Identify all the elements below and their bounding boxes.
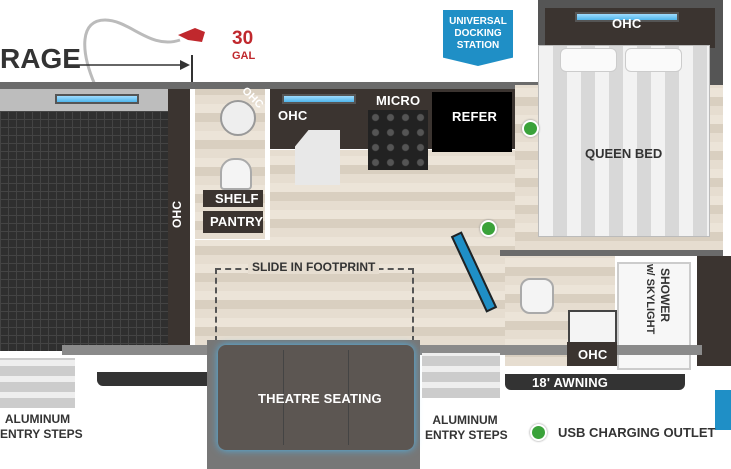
kitchen-sink — [295, 130, 340, 185]
left-steps-label: ALUMINUM ENTRY STEPS — [0, 412, 83, 442]
docking-line-1: UNIVERSAL — [449, 16, 507, 27]
rear-cabinet — [697, 256, 731, 366]
queen-bed — [538, 45, 710, 237]
left-entry-steps — [0, 358, 75, 408]
pillow-left — [560, 48, 617, 72]
micro-label: MICRO — [376, 93, 421, 108]
rear-sink — [568, 310, 617, 344]
right-steps-line-2: ENTRY STEPS — [425, 428, 508, 442]
rear-toilet-icon — [520, 278, 554, 314]
theatre-seating — [218, 345, 414, 450]
kitchen-light — [282, 94, 356, 104]
slide-footprint-label: SLIDE IN FOOTPRINT — [248, 260, 380, 274]
left-steps-line-1: ALUMINUM — [4, 412, 71, 426]
awning-left — [97, 372, 217, 386]
pantry-label: PANTRY — [210, 214, 264, 229]
usb-legend-icon — [530, 424, 547, 441]
garage-floor — [0, 111, 168, 351]
top-wall — [0, 82, 545, 89]
shelf-label: SHELF — [215, 191, 259, 206]
fuel-amount: 30 — [232, 28, 254, 49]
docking-line-3: STATION — [456, 40, 500, 51]
bedroom-light — [575, 12, 679, 22]
shower-sub-label: w/ SKYLIGHT — [644, 264, 656, 335]
awning-label: 18' AWNING — [532, 375, 609, 390]
queen-bed-label: QUEEN BED — [585, 146, 663, 161]
rear-ohc — [567, 342, 617, 366]
docking-station-badge: UNIVERSAL DOCKING STATION — [443, 10, 513, 66]
shower-label: SHOWER — [658, 268, 672, 322]
right-steps-label: ALUMINUM ENTRY STEPS — [425, 413, 508, 443]
garage-light — [55, 94, 139, 104]
ohc-garage-label: OHC — [170, 200, 184, 228]
fuel-hose-icon — [65, 18, 205, 86]
partial-badge — [715, 390, 731, 430]
theatre-seating-label: THEATRE SEATING — [258, 391, 382, 406]
ohc-bedroom-label: OHC — [612, 16, 642, 31]
living-floor-front — [195, 240, 270, 345]
ohc-kitchen-label: OHC — [278, 108, 308, 123]
garage-label: RAGE — [0, 43, 81, 74]
usb-outlet-living — [480, 220, 497, 237]
garage-ohc — [168, 89, 190, 351]
toilet-icon — [220, 158, 252, 190]
fuel-unit: GAL — [232, 50, 256, 62]
awning — [505, 374, 685, 390]
left-steps-line-2: ENTRY STEPS — [0, 427, 83, 441]
right-steps-line-1: ALUMINUM — [432, 413, 498, 427]
slide-footprint — [215, 268, 414, 342]
right-entry-steps — [422, 353, 500, 398]
usb-legend-label: USB CHARGING OUTLET — [558, 425, 716, 440]
pillow-right — [625, 48, 682, 72]
bath-wall — [500, 250, 723, 256]
pantry — [203, 211, 263, 233]
docking-line-2: DOCKING — [454, 28, 502, 39]
shelf — [203, 190, 263, 207]
refrigerator — [432, 92, 512, 152]
usb-outlet-bedroom — [522, 120, 539, 137]
stove — [368, 110, 428, 170]
refer-label: REFER — [452, 109, 498, 124]
ohc-rear-bath-label: OHC — [578, 347, 608, 362]
sink-icon — [220, 100, 256, 136]
